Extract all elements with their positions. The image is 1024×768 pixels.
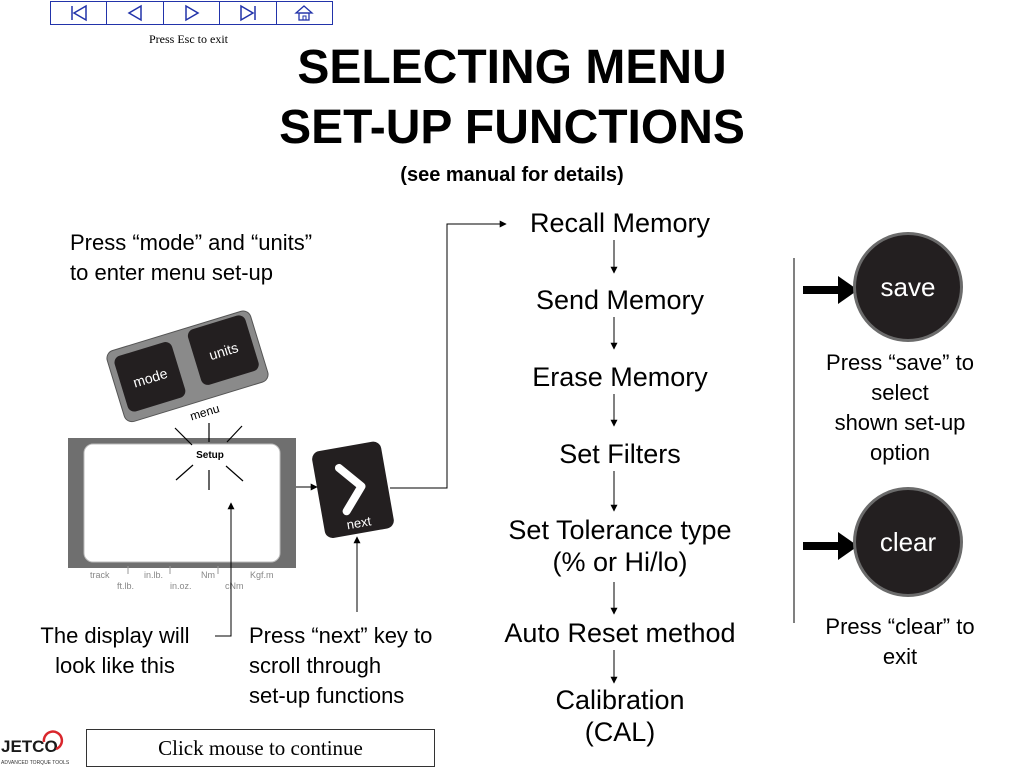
- step-label: Set Tolerance type: [508, 515, 732, 545]
- first-slide-button[interactable]: [51, 2, 108, 24]
- home-icon: [294, 5, 315, 21]
- next-slide-button[interactable]: [164, 2, 221, 24]
- clear-caption-line-1: Press “clear” to: [825, 614, 975, 639]
- menu-label: menu: [188, 401, 221, 423]
- clear-pointer-arrow-icon: [803, 532, 858, 560]
- save-key[interactable]: save: [853, 232, 963, 342]
- step-set-filters: Set Filters: [470, 438, 770, 470]
- next-key-caption: Press “next” key to scroll through set-u…: [249, 621, 432, 711]
- step-label: Send Memory: [535, 285, 705, 315]
- unit-label-cnm: cNm: [225, 581, 244, 591]
- clear-key-label: clear: [879, 526, 937, 557]
- logo-tagline: ADVANCED TORQUE TOOLS: [1, 760, 70, 766]
- save-caption: Press “save” to select shown set-up opti…: [800, 348, 1000, 468]
- step-sublabel: (CAL): [584, 717, 656, 747]
- unit-label-kgf-m: Kgf.m: [250, 570, 274, 580]
- step-calibration: Calibration (CAL): [470, 684, 770, 748]
- home-button[interactable]: [277, 2, 332, 24]
- slide-navigation-bar: [50, 1, 333, 25]
- title-line-1: SELECTING MENU: [297, 41, 727, 94]
- last-slide-button[interactable]: [220, 2, 277, 24]
- save-caption-line-4: option: [870, 440, 930, 465]
- logo-text: JETCO: [1, 737, 58, 756]
- display-caption-line-1: The display will: [40, 623, 190, 648]
- first-slide-icon: [70, 4, 87, 22]
- step-erase-memory: Erase Memory: [470, 361, 770, 393]
- save-caption-line-1: Press “save” to: [826, 350, 974, 375]
- last-slide-icon: [240, 4, 256, 22]
- next-caption-line-1: Press “next” key to: [249, 623, 433, 648]
- save-caption-line-3: shown set-up: [834, 410, 966, 435]
- page-title: SELECTING MENU SET-UP FUNCTIONS: [0, 38, 1024, 158]
- clear-caption-line-2: exit: [882, 644, 918, 669]
- next-key[interactable]: next: [311, 440, 395, 539]
- next-slide-icon: [184, 4, 200, 22]
- save-pointer-arrow-icon: [803, 276, 858, 304]
- step-auto-reset-method: Auto Reset method: [470, 617, 770, 649]
- step-label: Auto Reset method: [504, 618, 736, 648]
- previous-slide-icon: [127, 4, 142, 22]
- save-caption-line-2: select: [871, 380, 929, 405]
- step-recall-memory: Recall Memory: [470, 207, 770, 239]
- step-label: Set Filters: [559, 439, 681, 469]
- chevron-right-icon: [334, 463, 366, 516]
- mode-units-keypad: mode units menu: [106, 310, 269, 423]
- display-setup-text: Setup: [196, 450, 224, 461]
- step-send-memory: Send Memory: [470, 284, 770, 316]
- jetco-logo: JETCO ADVANCED TORQUE TOOLS: [1, 730, 70, 766]
- instruction-line-1: Press “mode” and “units”: [70, 230, 313, 255]
- next-caption-line-2: scroll through: [249, 653, 382, 678]
- unit-label-in-oz: in.oz.: [170, 581, 192, 591]
- unit-labels: track in.lb. Nm Kgf.m ft.lb. in.oz. cNm: [90, 570, 274, 591]
- unit-label-ft-lb: ft.lb.: [117, 581, 134, 591]
- esc-hint: Press Esc to exit: [149, 32, 228, 46]
- save-key-label: save: [880, 271, 936, 302]
- step-label: Calibration: [555, 685, 685, 715]
- step-set-tolerance-type: Set Tolerance type (% or Hi/lo): [470, 514, 770, 578]
- unit-tick-marks: [127, 566, 219, 574]
- clear-caption: Press “clear” to exit: [800, 612, 1000, 672]
- step-label: Recall Memory: [529, 208, 711, 238]
- title-line-2: SET-UP FUNCTIONS: [279, 101, 745, 154]
- instruction-line-2: to enter menu set-up: [70, 260, 274, 285]
- lcd-display: Setup track in.lb. Nm Kgf.m ft.lb. in.oz…: [68, 423, 296, 591]
- continue-button[interactable]: Click mouse to continue: [86, 729, 435, 767]
- page-subtitle: (see manual for details): [400, 164, 624, 186]
- unit-label-track: track: [90, 570, 110, 580]
- previous-slide-button[interactable]: [107, 2, 164, 24]
- unit-label-in-lb: in.lb.: [144, 570, 163, 580]
- clear-key[interactable]: clear: [853, 487, 963, 597]
- blink-rays: [174, 423, 244, 490]
- connector-lines: [215, 220, 795, 637]
- display-caption: The display will look like this: [22, 621, 208, 681]
- mode-key[interactable]: mode: [113, 340, 187, 413]
- step-label: Erase Memory: [532, 362, 708, 392]
- next-caption-line-3: set-up functions: [249, 683, 405, 708]
- unit-label-nm: Nm: [201, 570, 215, 580]
- step-sublabel: (% or Hi/lo): [552, 547, 688, 577]
- display-caption-line-2: look like this: [55, 653, 175, 678]
- menu-setup-instruction: Press “mode” and “units” to enter menu s…: [70, 228, 312, 288]
- units-key[interactable]: units: [186, 314, 260, 387]
- next-key-label: next: [345, 513, 372, 532]
